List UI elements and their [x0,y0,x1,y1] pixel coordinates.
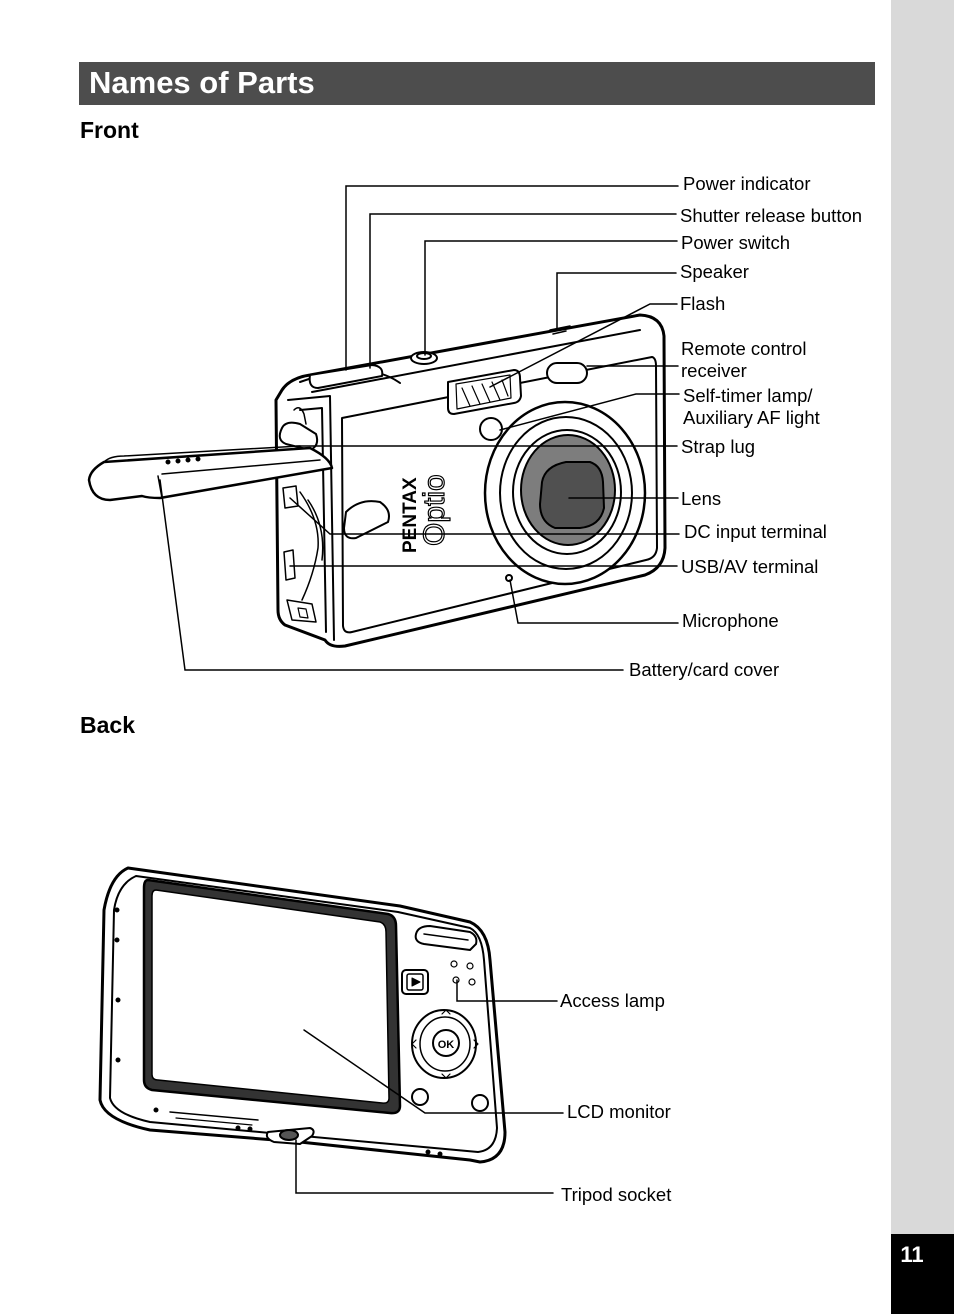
label-remote-control-line1: Remote control [681,338,807,359]
pentax-brand-text: PENTAX [400,477,421,553]
back-heading: Back [80,712,135,738]
label-shutter-release-button: Shutter release button [680,205,863,226]
label-dc-input-terminal: DC input terminal [684,521,827,542]
optio-model-text: Optio [418,474,451,546]
page-number: 11 [900,1242,924,1267]
front-leader-lines [159,185,680,671]
label-lcd-monitor: LCD monitor [567,1101,671,1122]
title-bar: Names of Parts [79,62,875,105]
label-usb-av-terminal: USB/AV terminal [681,556,819,577]
back-camera-illustration: OK [98,866,507,1164]
label-access-lamp: Access lamp [560,990,665,1011]
label-lens: Lens [681,488,722,509]
page-number-box: 11 [891,1234,954,1314]
page-title: Names of Parts [89,65,315,100]
label-self-timer-line1: Self-timer lamp/ [683,385,813,406]
label-power-indicator: Power indicator [683,173,811,194]
front-heading: Front [80,117,139,143]
ok-button-label: OK [438,1039,455,1051]
label-strap-lug: Strap lug [681,436,756,457]
side-thumb-tab [891,0,954,1314]
label-power-switch: Power switch [681,232,790,253]
label-flash: Flash [680,293,726,314]
label-microphone: Microphone [682,610,779,631]
label-tripod-socket: Tripod socket [561,1184,672,1205]
label-self-timer-line2: Auxiliary AF light [683,407,820,428]
label-remote-control-line2: receiver [681,360,747,381]
label-battery-card-cover: Battery/card cover [629,659,780,680]
back-leader-lines [295,979,564,1194]
label-speaker: Speaker [680,261,749,282]
front-camera-illustration [87,313,667,648]
